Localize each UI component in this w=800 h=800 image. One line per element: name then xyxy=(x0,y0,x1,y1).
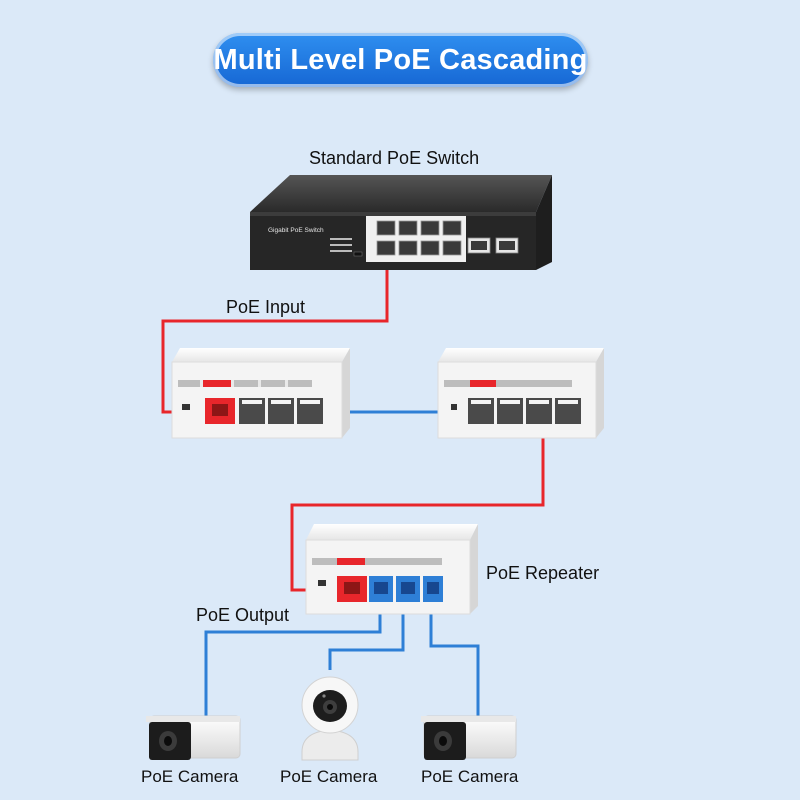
camera-cable-3 xyxy=(429,603,480,725)
bullet-camera-1 xyxy=(146,715,241,760)
poe-repeater-3 xyxy=(305,524,478,615)
diagram-title: Multi Level PoE Cascading xyxy=(213,33,588,87)
camera-label-3: PoE Camera xyxy=(421,767,519,786)
bullet-camera-2 xyxy=(421,715,517,760)
poe-switch xyxy=(250,175,552,270)
camera-label-2: PoE Camera xyxy=(280,767,378,786)
poe-repeater-1 xyxy=(171,348,350,439)
pt-camera xyxy=(301,676,359,761)
camera-cable-2 xyxy=(328,603,405,670)
poe-repeater-2 xyxy=(437,348,604,439)
poe-input-label: PoE Input xyxy=(226,297,306,317)
poe-output-label: PoE Output xyxy=(196,605,290,625)
switch-front-label: Gigabit PoE Switch xyxy=(268,227,324,234)
poe-repeater-label: PoE Repeater xyxy=(486,563,600,583)
switch-label: Standard PoE Switch xyxy=(309,148,480,168)
camera-cable-1 xyxy=(204,603,382,740)
camera-label-1: PoE Camera xyxy=(141,767,239,786)
